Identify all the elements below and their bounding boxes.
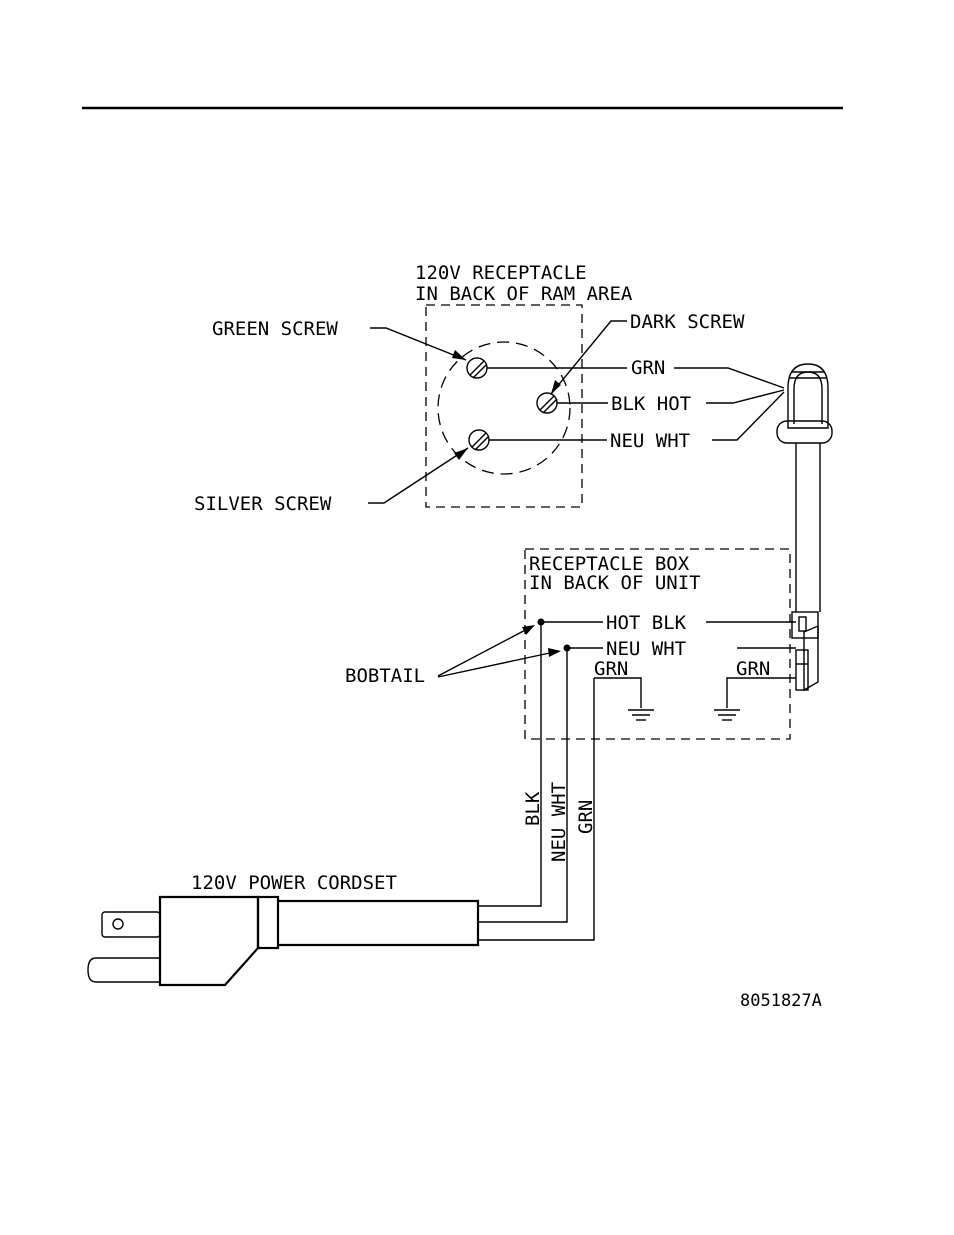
grn-box-right-label: GRN (736, 658, 770, 680)
right-angle-plug-icon (777, 364, 832, 443)
neu-wht-top-label: NEU WHT (610, 430, 690, 452)
ground-icon (628, 710, 654, 720)
cordset-label: 120V POWER CORDSET (191, 872, 397, 894)
box-title-line-2: IN BACK OF UNIT (529, 572, 701, 594)
ground-icon (714, 710, 740, 720)
grn-box-right-wire (727, 678, 796, 708)
bobtail-leader-1 (438, 626, 533, 676)
bobtail-label: BOBTAIL (345, 665, 425, 687)
blk-wire (478, 622, 541, 906)
drawing-number: 8051827A (740, 991, 822, 1011)
silver-screw-leader (368, 448, 468, 503)
dark-screw-leader (551, 321, 627, 394)
silver-screw-label: SILVER SCREW (194, 493, 332, 515)
silver-screw-arrowhead (454, 448, 468, 460)
silver-screw-icon (469, 430, 489, 450)
blk-hot-connector-wire (706, 390, 784, 403)
wire-grn-label: GRN (575, 800, 597, 834)
grn-box-left-wire (594, 678, 641, 708)
grn-top-label: GRN (631, 357, 665, 379)
green-screw-icon (467, 358, 487, 378)
green-screw-label: GREEN SCREW (212, 318, 338, 340)
hot-blk-label: HOT BLK (606, 612, 687, 634)
green-screw-leader (370, 328, 466, 360)
receptacle-title-line-1: 120V RECEPTACLE (415, 262, 587, 284)
dark-screw-arrowhead (551, 380, 561, 394)
receptacle-outline (426, 305, 582, 507)
wire-blk-label: BLK (522, 791, 544, 826)
grn-box-left-label: GRN (594, 658, 628, 680)
dark-screw-label: DARK SCREW (630, 311, 745, 333)
wire-neu-wht-label: NEU WHT (548, 782, 570, 862)
bobtail-arrowhead-2 (548, 648, 561, 657)
receptacle-title-line-2: IN BACK OF RAM AREA (415, 283, 633, 305)
bobtail-arrowhead-1 (522, 625, 535, 635)
grn-connector-wire (674, 368, 784, 388)
neu-wht-box-label: NEU WHT (606, 638, 686, 660)
blk-hot-label: BLK HOT (611, 393, 691, 415)
dark-screw-icon (537, 393, 557, 413)
power-plug-icon (88, 897, 478, 985)
